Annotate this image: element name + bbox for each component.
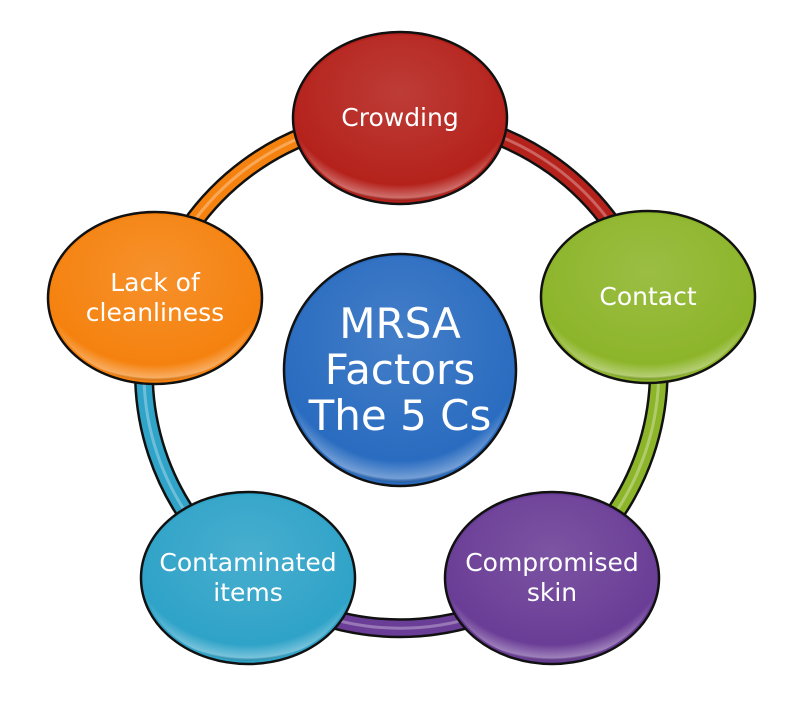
center-line: MRSA xyxy=(339,298,461,348)
node-text: skin xyxy=(526,578,578,607)
node-text: Compromised xyxy=(465,548,639,577)
center-label: MRSA Factors The 5 Cs xyxy=(290,270,510,470)
center-line: Factors xyxy=(324,344,476,394)
node-crowding xyxy=(291,30,509,206)
node-contact xyxy=(539,209,757,385)
node-text: cleanliness xyxy=(85,298,225,327)
node-text: items xyxy=(213,578,283,607)
center-circle xyxy=(282,252,518,488)
node-text: Crowding xyxy=(341,103,459,132)
node-text: Contact xyxy=(599,282,697,311)
node-text: Lack of xyxy=(110,268,200,297)
center-line: The 5 Cs xyxy=(308,391,492,441)
node-contact-label: Contact xyxy=(548,237,748,357)
node-crowding-label: Crowding xyxy=(300,58,500,178)
node-lack-of-cleanliness xyxy=(46,210,264,386)
node-text: Contaminated xyxy=(159,548,337,577)
node-lack-of-cleanliness-label: Lack of cleanliness xyxy=(55,238,255,358)
node-compromised-skin xyxy=(443,490,661,666)
node-contaminated-items-label: Contaminated items xyxy=(148,518,348,638)
node-compromised-skin-label: Compromised skin xyxy=(452,518,652,638)
node-contaminated-items xyxy=(139,490,357,666)
